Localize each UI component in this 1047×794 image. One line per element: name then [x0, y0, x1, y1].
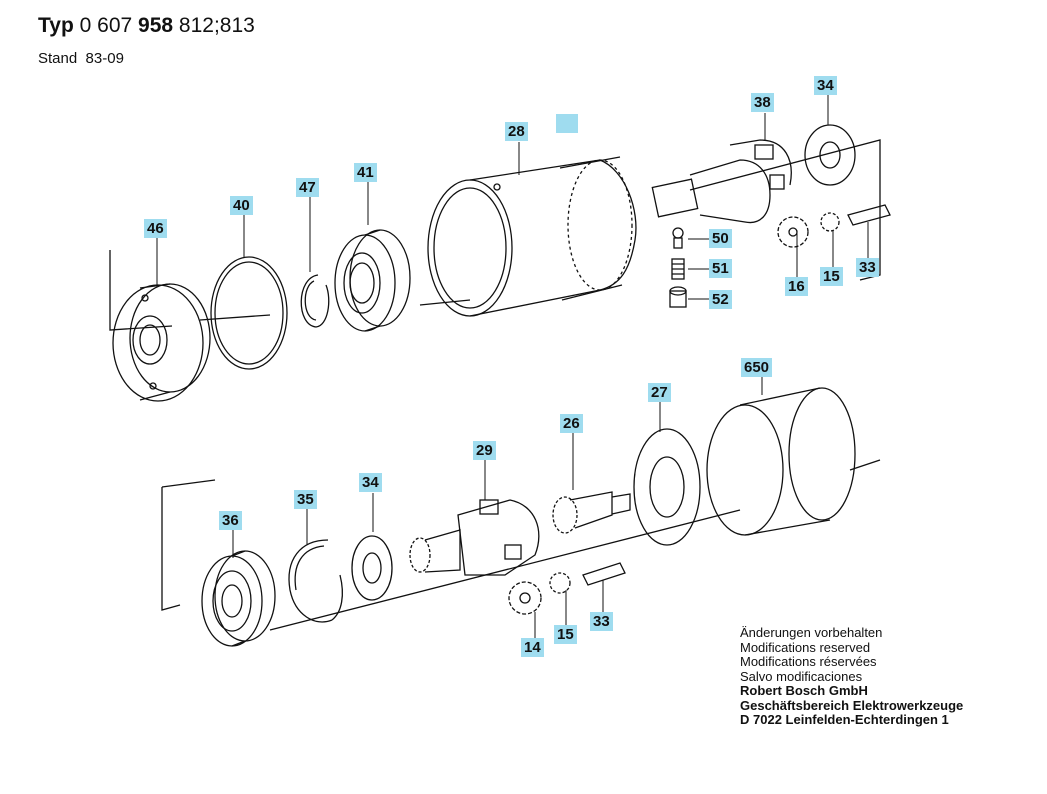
part-35-snap-ring: [288, 539, 343, 623]
label-part-16: 16: [785, 277, 808, 296]
company-name: Robert Bosch GmbH: [740, 683, 868, 698]
leader-lines: [156, 95, 869, 638]
stand-value: 83-09: [85, 50, 124, 67]
typ-variants: 812;813: [178, 14, 255, 37]
label-part-40: 40: [230, 196, 253, 215]
label-part-15-top: 15: [820, 267, 843, 286]
part-27-washer: [633, 428, 701, 546]
typ-label: Typ: [38, 14, 74, 37]
note-line-fr: Modifications réservées: [740, 654, 877, 669]
part-26-pinion: [552, 491, 631, 534]
part-36-ball-bearing: [201, 550, 276, 647]
part-28-housing: [427, 156, 637, 317]
blank-label: [556, 114, 578, 133]
label-part-36: 36: [219, 511, 242, 530]
part-51-spring: [671, 258, 685, 280]
part-40-o-ring: [199, 256, 288, 370]
label-part-34-top: 34: [814, 76, 837, 95]
part-29-planet-carrier: [409, 499, 540, 576]
typ-number: 0 607: [79, 14, 133, 37]
label-part-29: 29: [473, 441, 496, 460]
document-title: Typ 0 607 958 812;813: [38, 14, 255, 38]
part-34-bottom-washer: [351, 535, 393, 601]
part-33-bottom-pin: [582, 562, 626, 586]
notes-block: Änderungen vorbehalten Modifications res…: [740, 625, 964, 728]
part-15-bottom-gear: [549, 572, 571, 594]
label-part-47: 47: [296, 178, 319, 197]
label-part-52: 52: [709, 290, 732, 309]
note-line-en: Modifications reserved: [740, 639, 871, 655]
label-part-27: 27: [648, 383, 671, 402]
part-650-sleeve: [706, 387, 856, 536]
label-part-650: 650: [741, 358, 773, 377]
label-part-38: 38: [751, 93, 774, 112]
label-part-15-bottom: 15: [554, 625, 577, 644]
part-52-sleeve: [669, 286, 687, 308]
part-50-screw: [672, 227, 684, 249]
label-part-41: 41: [354, 163, 377, 182]
stand-label: Stand: [38, 50, 78, 67]
part-38-spindle-head: [651, 139, 792, 224]
part-34-top-washer: [804, 124, 856, 186]
note-line-es: Salvo modificaciones: [740, 668, 863, 684]
label-part-46: 46: [144, 219, 167, 238]
company-division: Geschäftsbereich Elektrowerkzeuge: [740, 697, 964, 713]
label-part-34-bottom: 34: [359, 473, 382, 492]
part-33-top-pin: [847, 204, 891, 226]
part-46-end-cap: [112, 283, 211, 402]
part-16-gear: [777, 216, 809, 248]
note-line-de: Änderungen vorbehalten: [740, 625, 883, 640]
stand-line: Stand 83-09: [38, 50, 124, 67]
part-14-gear: [508, 581, 542, 615]
label-part-33-bottom: 33: [590, 612, 613, 631]
label-part-14: 14: [521, 638, 544, 657]
typ-number-bold: 958: [138, 14, 174, 37]
label-part-33-top: 33: [856, 258, 879, 277]
label-part-35: 35: [294, 490, 317, 509]
part-41-bearing: [334, 229, 411, 332]
label-part-28: 28: [505, 122, 528, 141]
label-part-50: 50: [709, 229, 732, 248]
label-part-51: 51: [709, 259, 732, 278]
part-47-circlip: [300, 274, 330, 328]
part-15-top-gear: [820, 212, 840, 232]
label-part-26: 26: [560, 414, 583, 433]
company-address: D 7022 Leinfelden-Echterdingen 1: [740, 712, 949, 727]
